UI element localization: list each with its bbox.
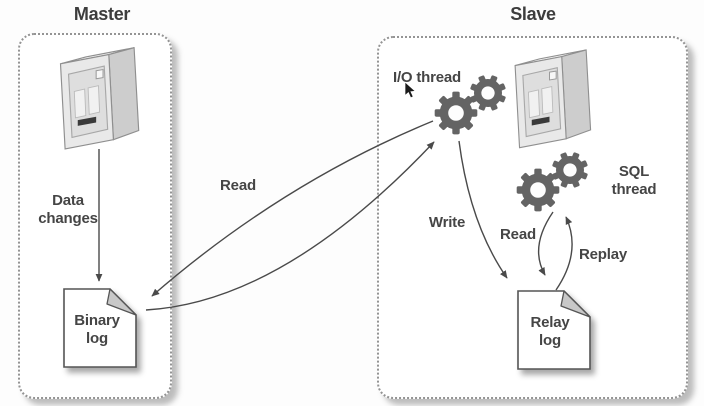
read-label-slave: Read bbox=[500, 226, 536, 243]
slave-title: Slave bbox=[510, 4, 556, 24]
data-changes-label: Data changes bbox=[38, 192, 98, 227]
io-thread-label: I/O thread bbox=[392, 69, 462, 86]
sql-thread-label: SQL thread bbox=[611, 163, 657, 198]
replay-label: Replay bbox=[579, 246, 627, 263]
binary-log-label: Binary log bbox=[74, 312, 120, 347]
read-label-main: Read bbox=[220, 177, 256, 194]
write-label: Write bbox=[428, 214, 466, 231]
master-title: Master bbox=[73, 4, 131, 24]
relay-log-label: Relay log bbox=[530, 314, 570, 349]
